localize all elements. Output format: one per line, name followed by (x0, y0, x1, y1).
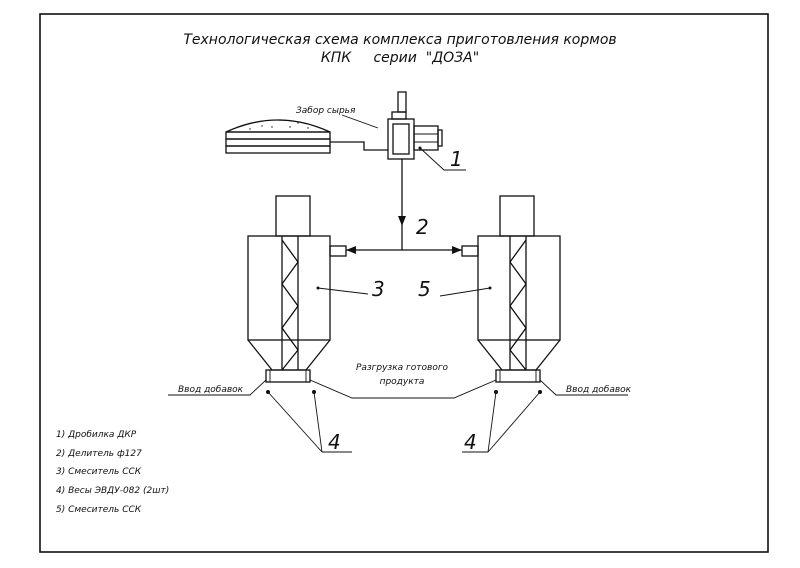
callout-2: 2 (416, 215, 429, 239)
intake-pipe (330, 141, 388, 151)
unload-line-left (309, 379, 406, 399)
legend-item: 5) Смеситель ССК (56, 505, 142, 515)
unload-label-line2: продукта (380, 377, 425, 387)
callout-4-right: 4 (464, 430, 477, 454)
legend-item: 1) Дробилка ДКР (56, 430, 137, 440)
unload-line-right (406, 379, 497, 399)
raw-material-pile (225, 119, 331, 154)
additives-right-label: Ввод добавок (566, 385, 632, 395)
diagram-title-line2: КПК серии "ДОЗА" (321, 50, 479, 66)
callout-1: 1 (450, 147, 463, 171)
unload-label-line1: Разгрузка готового (356, 363, 449, 373)
raw-intake-label: Забор сырья (296, 106, 356, 116)
callout-4-left: 4 (328, 430, 341, 454)
legend-item: 4) Весы ЭВДУ-082 (2шт) (56, 486, 169, 496)
legend-item: 2) Делитель ф127 (56, 449, 142, 459)
callout-5: 5 (418, 277, 431, 301)
mixer-left (247, 195, 347, 383)
divider-arrow (398, 216, 406, 226)
scales-right (462, 390, 542, 453)
legend: 1) Дробилка ДКР 2) Делитель ф127 3) Смес… (56, 430, 169, 515)
scales-left (266, 390, 352, 453)
callout-3: 3 (372, 277, 385, 301)
drawing-frame (39, 13, 769, 553)
mixer-right (461, 195, 561, 383)
additives-left-label: Ввод добавок (178, 385, 244, 395)
diagram-title-line1: Технологическая схема комплекса приготов… (183, 32, 616, 48)
legend-item: 3) Смеситель ССК (56, 467, 142, 477)
crusher-dkr (387, 91, 443, 160)
